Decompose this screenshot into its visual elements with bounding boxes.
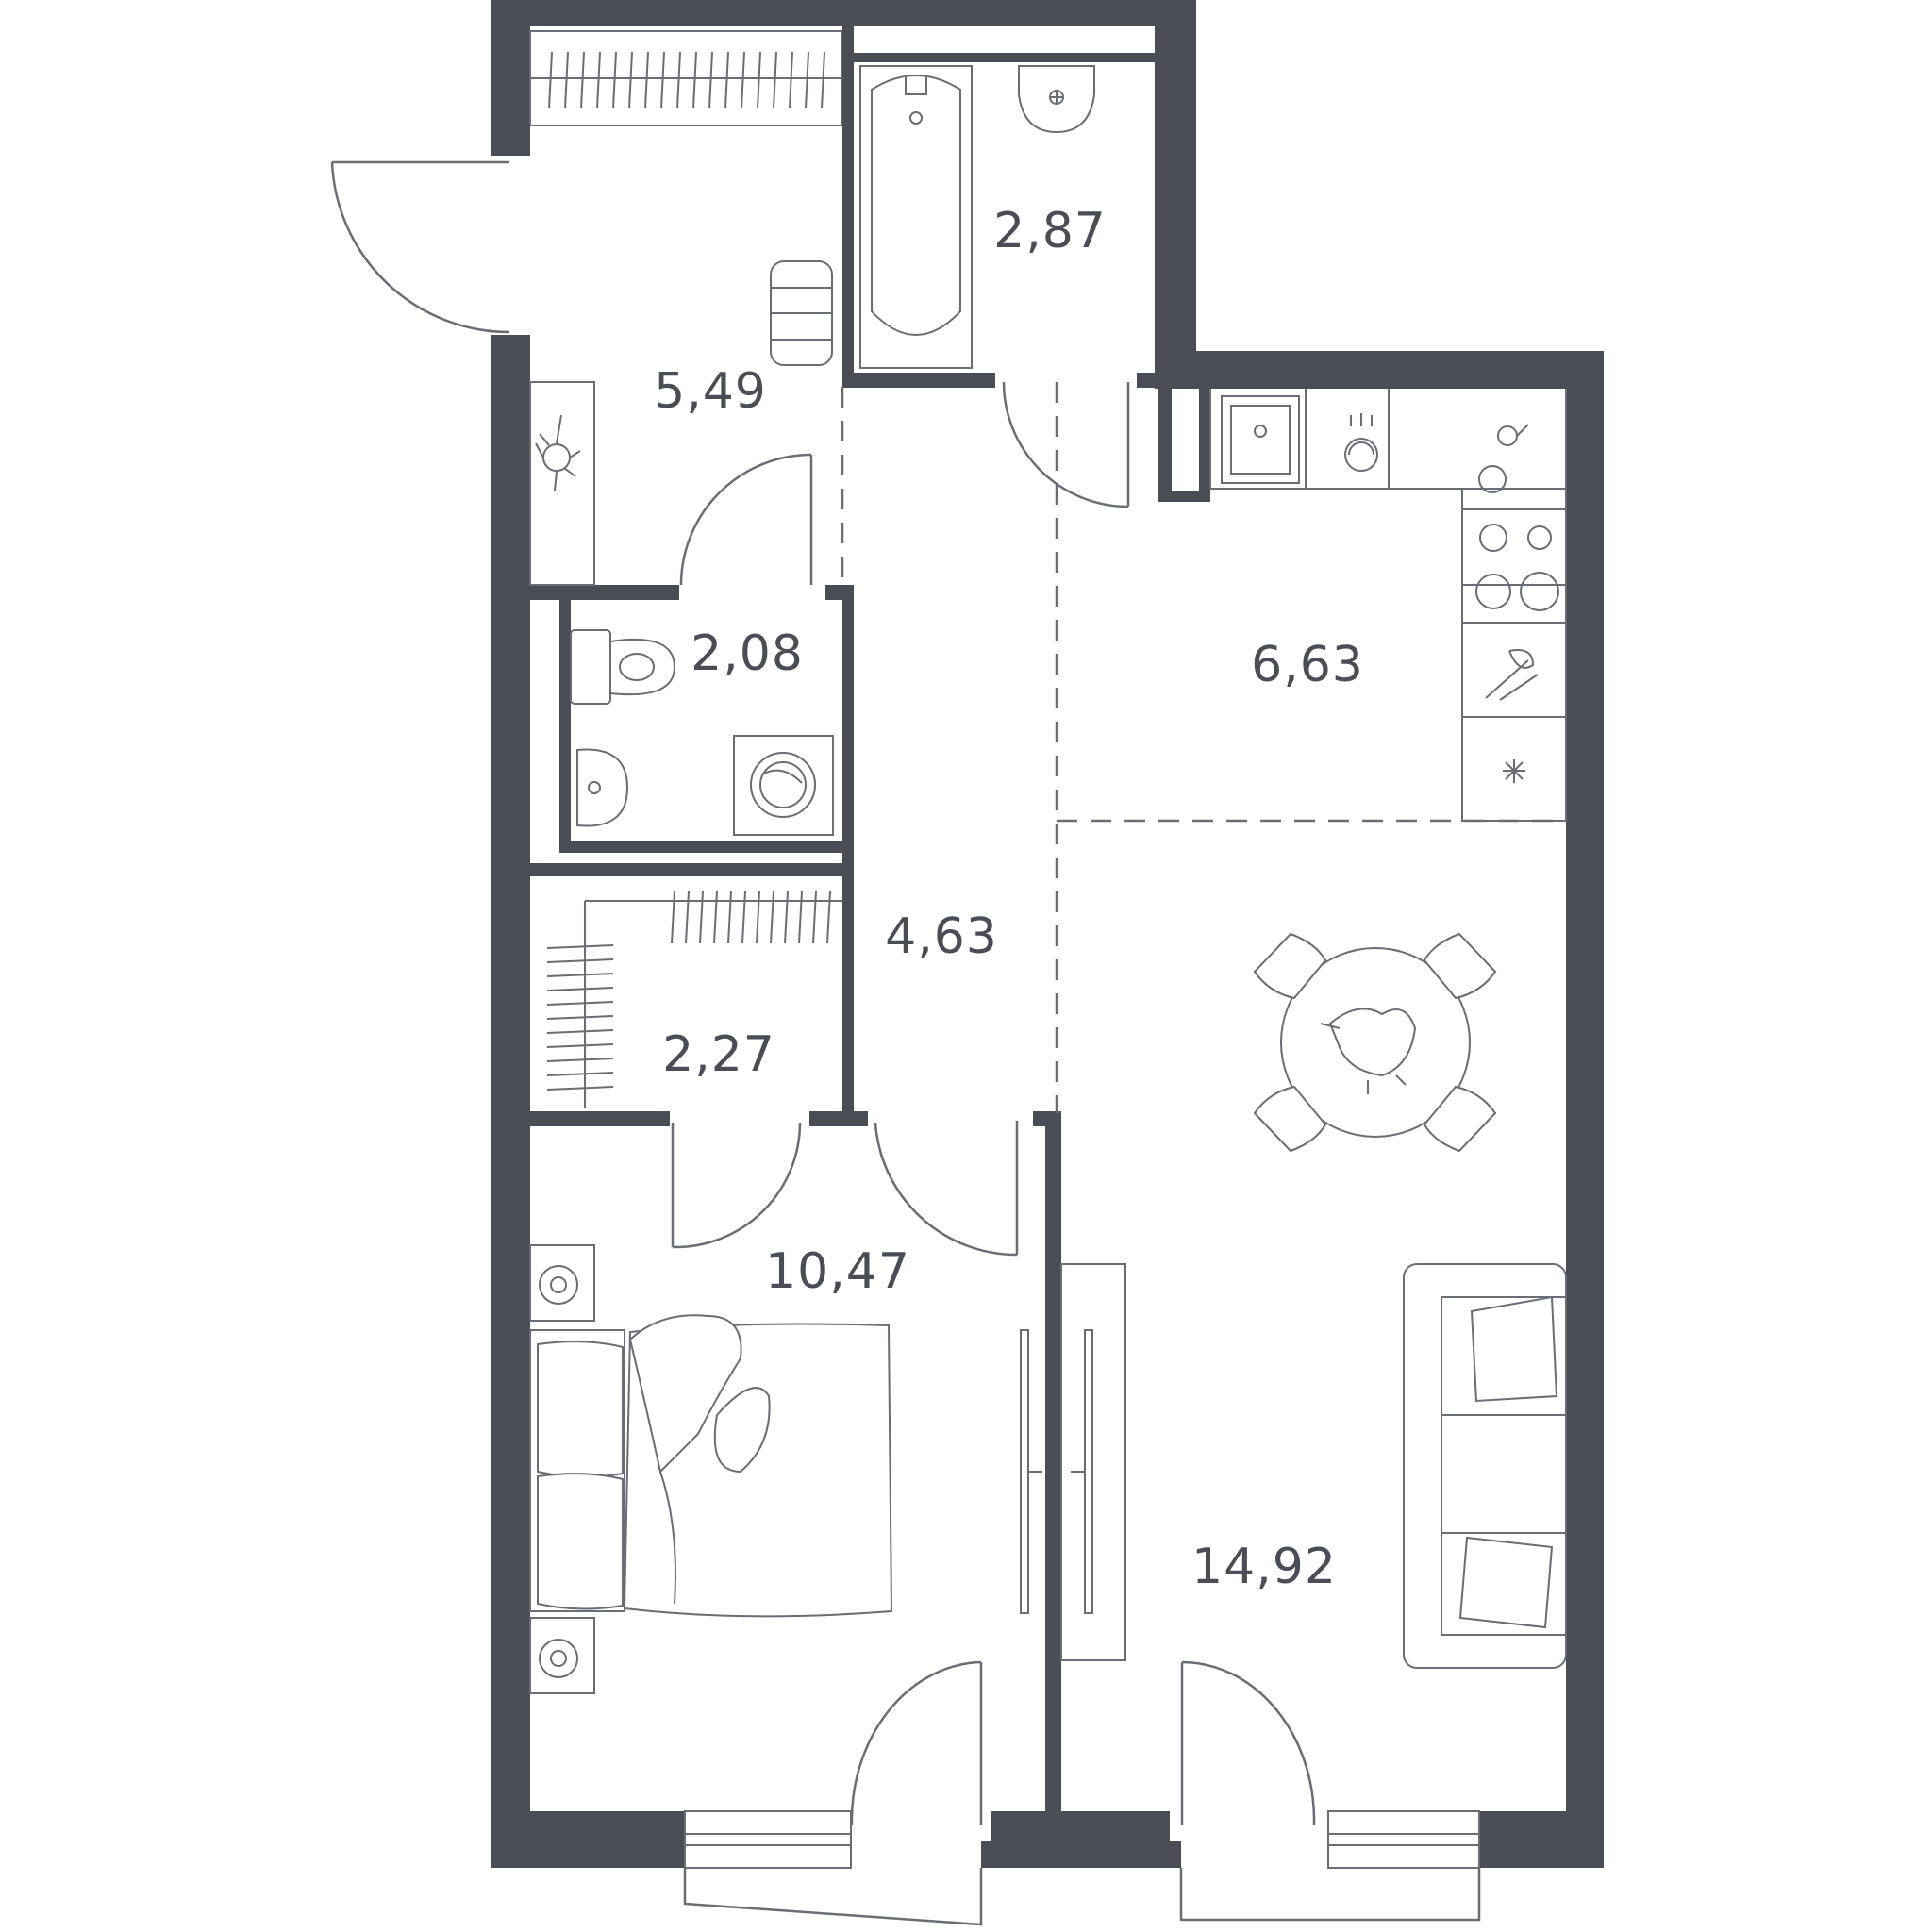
window-icon [1327,1810,1480,1869]
door-swing-icon [850,1660,983,1826]
living-room-furniture [1060,932,1567,1669]
chair-icon [1423,1085,1497,1153]
wc-furniture [570,629,834,836]
fridge-icon [1503,759,1525,783]
door-swing-icon [330,160,510,334]
windows [683,1810,1481,1926]
kitchen-area-label: 6,63 [1251,637,1364,693]
bed-icon [529,1314,893,1618]
door-swing-icon [874,1121,1019,1257]
washing-machine-icon [733,735,834,836]
window-icon [684,1810,852,1869]
balcony [683,1868,1481,1926]
plant-icon [1485,649,1539,701]
living-room-area-label: 14,92 [1191,1539,1337,1595]
wardrobe-icon [529,30,842,126]
chair-icon [1423,932,1497,1000]
tv-icon [1060,1263,1126,1661]
door-swing-icon [1180,1660,1316,1826]
hall-furniture [529,30,842,586]
sofa-icon [1403,1263,1567,1669]
pan-icon [1478,424,1529,493]
chair-icon [1253,932,1327,1000]
bedroom-furniture [529,1244,1042,1694]
hall-area-label: 5,49 [654,363,767,420]
sink-icon [576,748,629,827]
chair-icon [1253,1085,1327,1153]
bathtub-icon [859,65,973,369]
room-labels: 5,49 2,87 2,08 6,63 4,63 2,27 10,47 14,9… [654,203,1364,1595]
nightstand-icon [529,1244,595,1322]
wardrobe-area-label: 2,27 [662,1026,775,1083]
wardrobe-room-furniture [546,891,842,1108]
plant-icon [529,381,595,586]
bathroom-furniture [859,65,1095,369]
wardrobe-icon [546,891,831,1091]
doors [330,160,1316,1826]
bedroom-area-label: 10,47 [765,1243,910,1300]
door-swing-icon [1002,381,1130,508]
wc-area-label: 2,08 [691,625,804,682]
toilet-icon [570,629,676,705]
corridor-area-label: 4,63 [885,908,998,965]
dining-table-icon [1280,947,1471,1138]
walls [491,0,1604,1868]
kitchen-sink-icon [1221,395,1300,484]
kitchen-furniture [1209,389,1567,822]
nightstand-icon [529,1617,595,1694]
bathroom-area-label: 2,87 [993,203,1107,259]
pouf-icon [770,260,833,366]
sink-icon [1018,65,1095,134]
door-swing-icon [679,453,813,586]
door-swing-icon [671,1122,802,1249]
stove-icon [1461,508,1567,624]
tv-icon [1020,1329,1042,1614]
dishwasher-icon [1344,413,1378,472]
